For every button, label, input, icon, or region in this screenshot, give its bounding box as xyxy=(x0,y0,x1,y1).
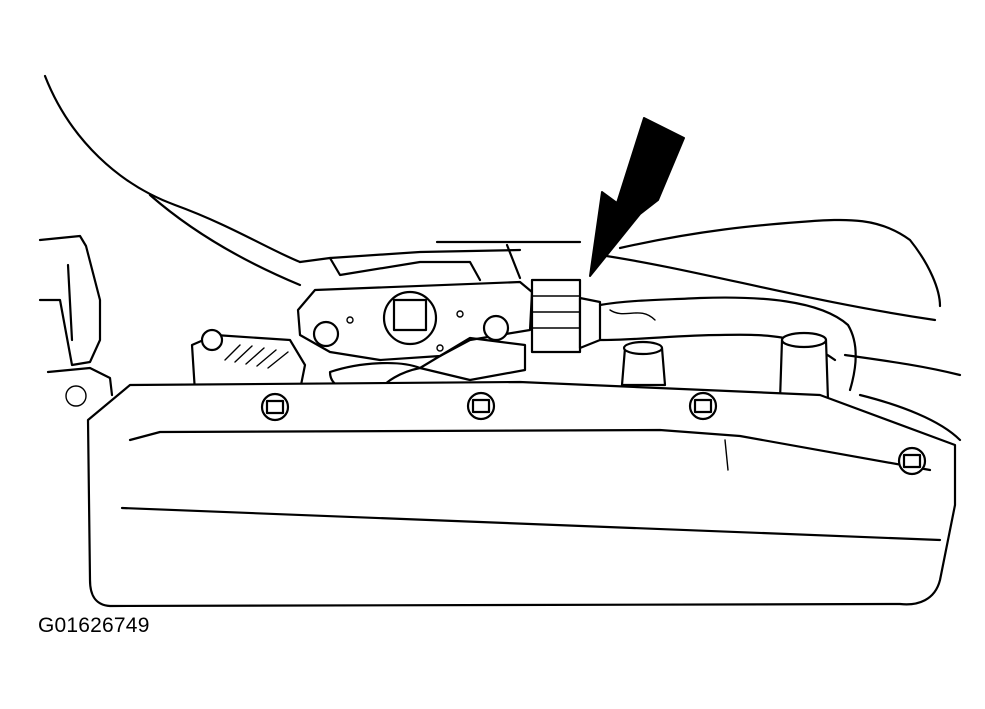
pan-bolt xyxy=(466,391,496,421)
pan-bolt xyxy=(897,446,927,476)
transmission-case-outline xyxy=(43,74,962,442)
oil-pan xyxy=(86,380,957,608)
detent-plate-assembly xyxy=(296,280,534,393)
figure-id-caption: G01626749 xyxy=(38,614,150,637)
pan-bolts xyxy=(260,391,927,476)
electrical-connector xyxy=(530,278,857,392)
left-mount-bracket xyxy=(38,234,114,407)
mounting-studs xyxy=(620,331,830,402)
pointer-arrow-icon xyxy=(589,117,685,277)
solenoid-body xyxy=(190,328,307,394)
pan-bolt xyxy=(260,392,290,422)
pan-bolt xyxy=(688,391,718,421)
